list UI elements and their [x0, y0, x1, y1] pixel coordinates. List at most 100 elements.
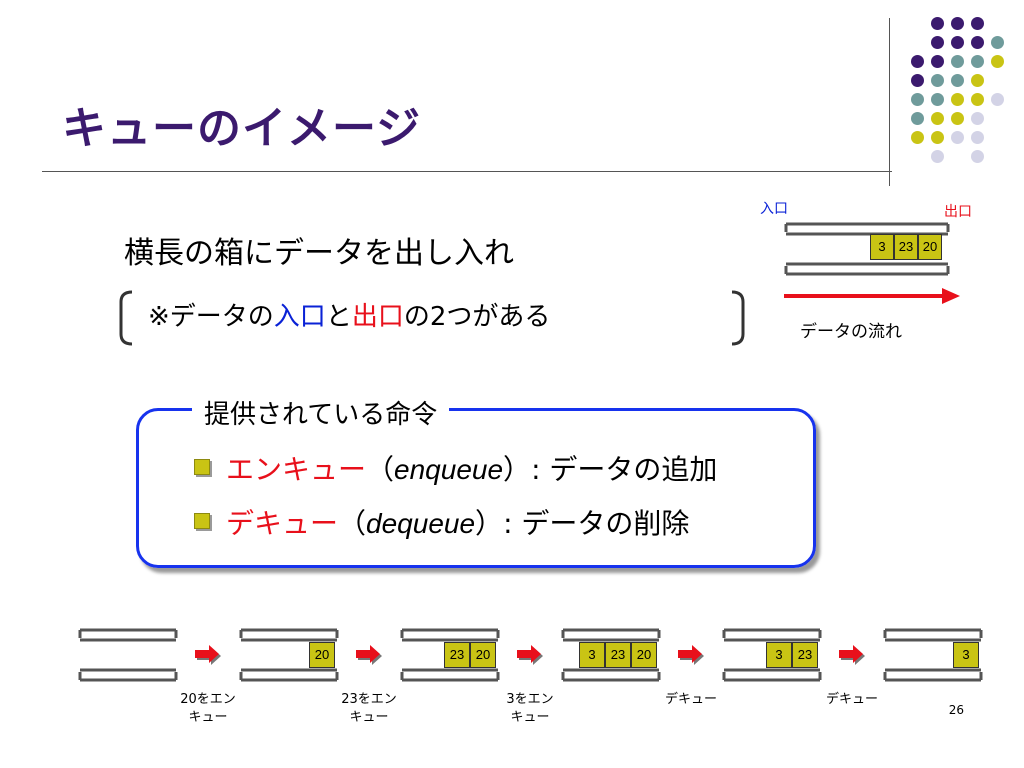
step-label: デキュー: [812, 691, 892, 709]
commands-box: [136, 408, 816, 568]
command-dequeue-name: デキュー: [226, 507, 339, 540]
decorative-dot: [971, 74, 984, 87]
bullet-icon: [194, 459, 210, 475]
decorative-dot: [911, 112, 924, 125]
bullet-icon: [194, 513, 210, 529]
command-enqueue-desc: : データの追加: [531, 453, 718, 486]
step-label-line2: キュー: [188, 710, 228, 725]
command-dequeue-en: dequeue: [366, 508, 476, 539]
note-suffix: の2つがある: [403, 302, 551, 332]
decorative-dot: [931, 17, 944, 30]
decorative-dot: [931, 36, 944, 49]
paren-open: （: [366, 453, 395, 486]
command-enqueue-name: エンキュー: [226, 453, 367, 486]
decorative-dot: [951, 131, 964, 144]
queue-state-box: [561, 628, 661, 682]
step-label-line1: 3をエン: [506, 692, 554, 707]
command-enqueue: エンキュー（enqueue）: データの追加: [226, 448, 717, 488]
note-entrance: 入口: [273, 302, 326, 332]
step-label-line1: デキュー: [664, 692, 717, 707]
note-right-bracket: [731, 290, 745, 346]
step-label-line2: キュー: [510, 710, 550, 725]
slide-title: キューのイメージ: [62, 103, 422, 154]
step-label-line2: キュー: [349, 710, 389, 725]
decorative-dot: [931, 74, 944, 87]
decorative-dot: [991, 93, 1004, 106]
main-heading: 横長の箱にデータを出し入れ: [124, 236, 514, 271]
queue-diagram-box: [784, 222, 950, 276]
commands-title: 提供されている命令: [192, 394, 450, 431]
decorative-dot: [971, 55, 984, 68]
queue-state-cell: 23: [444, 642, 470, 668]
step-label: 23をエンキュー: [329, 691, 409, 727]
step-arrow-icon: [356, 645, 382, 665]
page-number: 26: [948, 703, 964, 717]
decorative-dot: [931, 93, 944, 106]
queue-state-cell: 23: [605, 642, 631, 668]
title-vertical-divider: [889, 18, 890, 186]
decorative-dot: [971, 36, 984, 49]
note-mid: と: [325, 302, 352, 332]
diagram-cell: 20: [918, 234, 942, 260]
step-arrow-icon: [839, 645, 865, 665]
queue-state-box: [400, 628, 500, 682]
decorative-dot: [911, 55, 924, 68]
queue-state-cell: 20: [309, 642, 335, 668]
decorative-dot: [951, 36, 964, 49]
step-label-line1: 20をエン: [180, 692, 236, 707]
queue-state-cell: 3: [766, 642, 792, 668]
decorative-dot: [991, 36, 1004, 49]
decorative-dot: [931, 112, 944, 125]
queue-state-box: [239, 628, 339, 682]
command-dequeue-desc: : データの削除: [503, 507, 690, 540]
decorative-dot: [951, 17, 964, 30]
note-text: ※データの入口と出口の2つがある: [148, 296, 550, 333]
decorative-dot: [931, 131, 944, 144]
note-prefix: ※データの: [148, 302, 274, 332]
queue-state-cell: 23: [792, 642, 818, 668]
queue-state-cell: 20: [631, 642, 657, 668]
decorative-dot: [971, 93, 984, 106]
step-arrow-icon: [678, 645, 704, 665]
flow-arrow: [784, 288, 960, 304]
step-arrow-icon: [195, 645, 221, 665]
decorative-dot: [911, 74, 924, 87]
decorative-dot: [951, 112, 964, 125]
queue-state-cell: 20: [470, 642, 496, 668]
decorative-dot: [931, 55, 944, 68]
decorative-dot: [991, 55, 1004, 68]
title-divider: [42, 171, 892, 172]
decorative-dot: [971, 112, 984, 125]
step-label-line1: デキュー: [825, 692, 878, 707]
decorative-dot: [971, 150, 984, 163]
entrance-label: 入口: [760, 201, 788, 217]
queue-state-box: [722, 628, 822, 682]
step-label: 3をエンキュー: [490, 691, 570, 727]
diagram-cell: 3: [870, 234, 894, 260]
note-left-bracket: [119, 290, 133, 346]
decorative-dot: [911, 93, 924, 106]
step-label: 20をエンキュー: [168, 691, 248, 727]
decorative-dot: [951, 55, 964, 68]
flow-label: データの流れ: [800, 322, 902, 342]
queue-state-box: [78, 628, 178, 682]
decorative-dot: [971, 131, 984, 144]
decorative-dot: [911, 131, 924, 144]
paren-close: ）: [475, 507, 504, 540]
decorative-dot: [931, 150, 944, 163]
step-label-line1: 23をエン: [341, 692, 397, 707]
decorative-dot: [971, 17, 984, 30]
queue-state-box: [883, 628, 983, 682]
note-exit: 出口: [351, 302, 404, 332]
command-dequeue: デキュー（dequeue）: データの削除: [226, 502, 689, 542]
step-label: デキュー: [651, 691, 731, 709]
step-arrow-icon: [517, 645, 543, 665]
paren-close: ）: [503, 453, 532, 486]
decorative-dot-grid: [0, 0, 1024, 200]
decorative-dot: [951, 74, 964, 87]
diagram-cell: 23: [894, 234, 918, 260]
decorative-dot: [951, 93, 964, 106]
exit-label: 出口: [944, 204, 972, 220]
paren-open: （: [338, 507, 367, 540]
command-enqueue-en: enqueue: [394, 454, 504, 485]
